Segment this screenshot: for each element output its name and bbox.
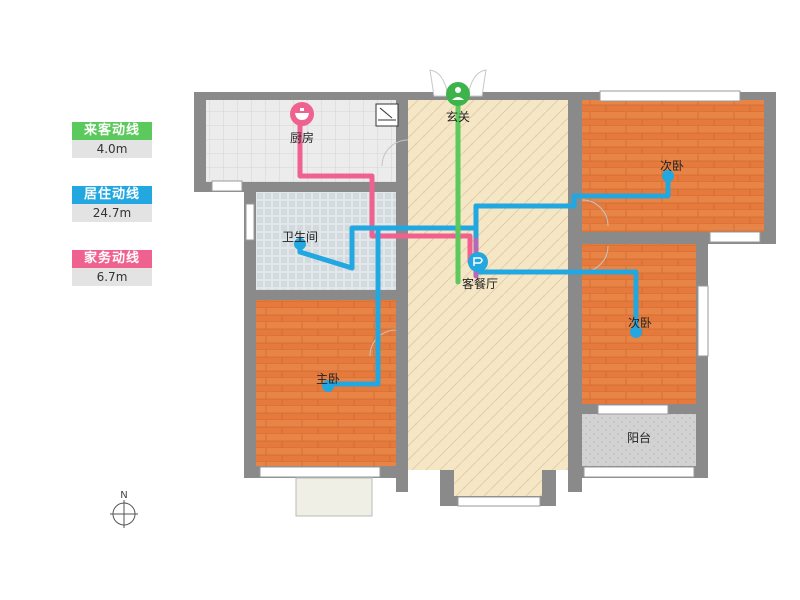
second-bedroom-top-floor [582,100,764,232]
entrance-marker-icon [446,82,470,106]
legend-chore-route: 家务动线 6.7m [72,250,152,286]
second-bedroom-mid-label: 次卧 [628,316,652,330]
master-bedroom-label: 主卧 [316,372,340,386]
windows [211,90,761,507]
kitchen-marker-icon [290,102,314,126]
second-bedroom-mid-endpoint-dot [630,326,642,338]
entrance-label: 玄关 [446,109,470,124]
legend-living-route-value: 24.7m [72,204,152,222]
legend-guest-route-value: 4.0m [72,140,152,158]
legend-chore-route-value: 6.7m [72,268,152,286]
compass-icon: N [110,490,138,528]
kitchen-label: 厨房 [290,130,314,145]
bathroom-floor [256,192,396,290]
bathroom-endpoint-dot [294,238,306,250]
living-floor [408,100,568,470]
balcony-floor [582,414,696,466]
room-labels: 厨房 玄关 卫生间 客餐厅 次卧 次卧 主卧 阳台 [282,109,684,445]
legend-chore-route-label: 家务动线 [72,250,152,268]
second-bedroom-top-endpoint-dot [662,170,674,182]
legend-living-route-label: 居住动线 [72,186,152,204]
legend-living-route: 居住动线 24.7m [72,186,152,222]
living-label: 客餐厅 [462,276,498,291]
second-bedroom-top-label: 次卧 [660,159,684,173]
living-marker-icon [468,252,488,272]
master-endpoint-dot [322,380,334,392]
legend-guest-route: 来客动线 4.0m [72,122,152,158]
legend-guest-route-label: 来客动线 [72,122,152,140]
stove-icon [375,103,399,127]
balcony-label: 阳台 [627,430,651,445]
master-balcony [295,477,373,517]
compass-label: N [120,490,127,501]
bathroom-label: 卫生间 [282,230,318,244]
bay-window-floor [454,470,542,496]
